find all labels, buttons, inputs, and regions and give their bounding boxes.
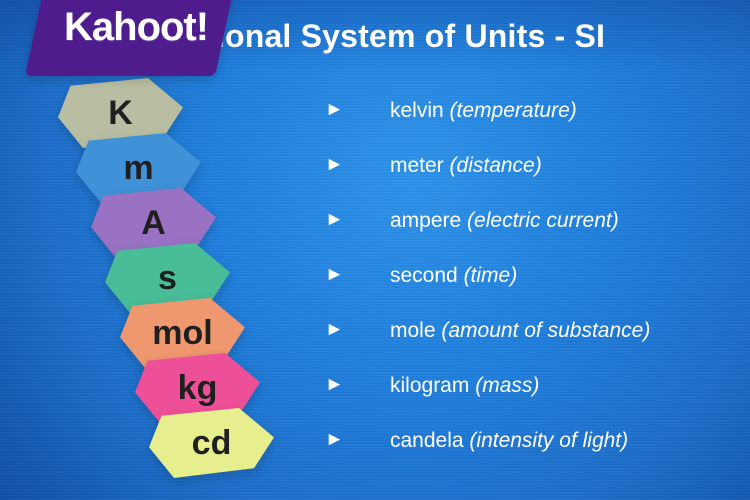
row-arrow-icon: ►: [325, 429, 344, 450]
unit-name: meter: [390, 154, 444, 177]
unit-name: mole: [390, 319, 436, 342]
unit-description: kelvin (temperature): [390, 98, 577, 123]
unit-qualifier: (temperature): [449, 99, 577, 122]
unit-qualifier: (distance): [449, 154, 542, 177]
unit-description: candela (intensity of light): [390, 428, 628, 453]
symbol-badge-label: cd: [191, 424, 232, 462]
unit-name: kelvin: [390, 99, 444, 122]
unit-description: second (time): [390, 263, 517, 288]
unit-description: kilogram (mass): [390, 373, 539, 398]
unit-name: second: [390, 264, 458, 287]
symbol-badge-label: s: [158, 259, 177, 297]
symbol-badge-label: A: [141, 204, 166, 242]
kahoot-logo-text: Kahoot!: [64, 5, 209, 49]
page-title: tional System of Units - SI: [205, 18, 606, 54]
unit-name: ampere: [390, 209, 462, 232]
unit-qualifier: (time): [463, 264, 518, 287]
unit-name: candela: [390, 429, 464, 452]
unit-description: ampere (electric current): [390, 208, 619, 233]
row-arrow-icon: ►: [325, 264, 344, 285]
symbol-badge-label: mol: [152, 314, 213, 352]
unit-qualifier: (mass): [475, 374, 540, 397]
symbol-badge-label: K: [108, 94, 133, 132]
unit-description: mole (amount of substance): [390, 318, 650, 343]
row-arrow-icon: ►: [325, 209, 344, 230]
unit-qualifier: (intensity of light): [469, 429, 629, 452]
unit-description: meter (distance): [390, 153, 542, 178]
unit-qualifier: (amount of substance): [441, 319, 651, 342]
row-arrow-icon: ►: [325, 319, 344, 340]
row-arrow-icon: ►: [325, 99, 344, 120]
row-arrow-icon: ►: [325, 154, 344, 175]
symbol-badge-cd: cd: [149, 408, 274, 478]
symbol-badge-label: m: [123, 149, 154, 187]
row-arrow-icon: ►: [325, 374, 344, 395]
unit-name: kilogram: [390, 374, 470, 397]
symbol-badge-label: kg: [177, 369, 218, 407]
unit-qualifier: (electric current): [467, 209, 619, 232]
